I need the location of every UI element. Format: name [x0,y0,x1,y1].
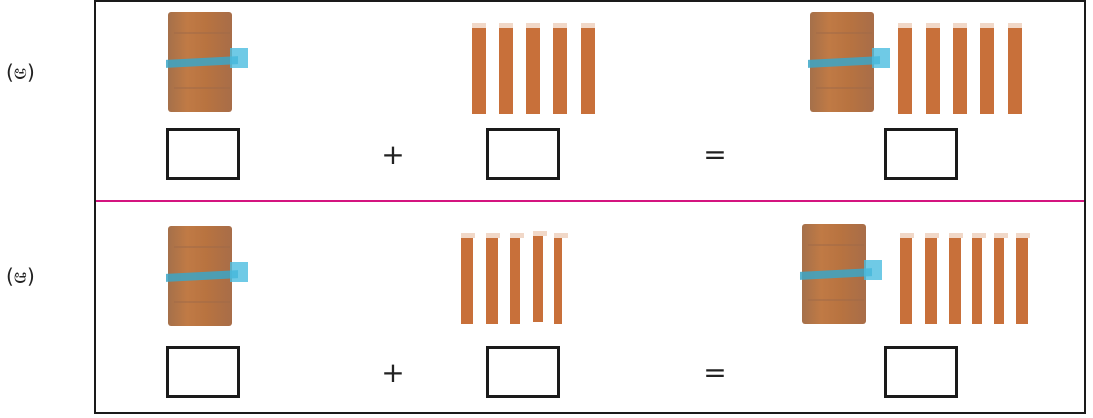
ones-stick-icon [980,28,994,114]
tens-bundle-icon [808,12,880,112]
answer-box-row2-middle[interactable] [486,346,560,398]
ones-stick-icon [972,238,982,324]
answer-box-row2-left[interactable] [166,346,240,398]
ones-stick-icon [461,238,473,324]
answer-box-row2-right[interactable] [884,346,958,398]
ones-stick-icon [925,238,937,324]
ones-stick-icon [554,238,562,324]
ones-stick-icon [898,28,912,114]
ones-stick-icon [949,238,961,324]
plus-sign: + [378,356,408,389]
ones-stick-icon [526,28,540,114]
row-label-b: (ಆ) [6,264,66,288]
ones-stick-icon [510,238,520,324]
ones-stick-icon [926,28,940,114]
ones-stick-icon [953,28,967,114]
equals-sign: = [700,138,730,171]
ones-stick-icon [486,238,498,324]
answer-box-row1-right[interactable] [884,128,958,180]
ones-stick-icon [499,28,513,114]
answer-box-row1-middle[interactable] [486,128,560,180]
answer-box-row1-left[interactable] [166,128,240,180]
ones-stick-icon [1016,238,1028,324]
row-divider [96,200,1084,202]
row-label-a: (ಅ) [6,60,66,84]
ones-stick-icon [533,236,543,322]
tens-bundle-icon [166,12,238,112]
equals-sign: = [700,356,730,389]
tens-bundle-icon [800,224,872,324]
ones-stick-icon [994,238,1004,324]
tens-bundle-icon [166,226,238,326]
ones-stick-icon [553,28,567,114]
ones-stick-icon [472,28,486,114]
plus-sign: + [378,138,408,171]
ones-stick-icon [900,238,912,324]
ones-stick-icon [581,28,595,114]
ones-stick-icon [1008,28,1022,114]
